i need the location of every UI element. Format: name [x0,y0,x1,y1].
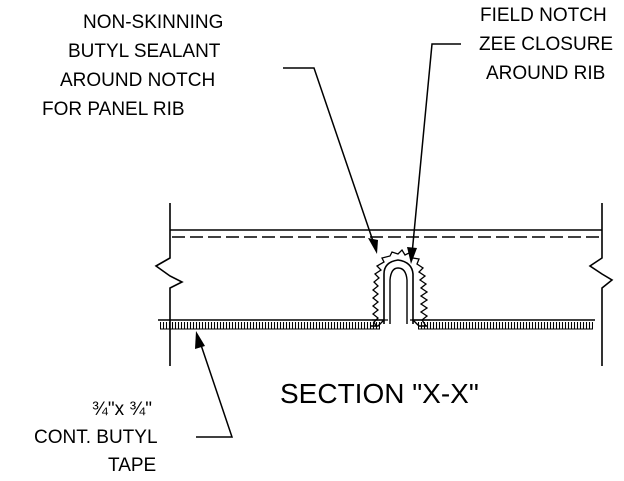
section-title: SECTION "X-X" [280,378,479,409]
butyl-tape-left [160,322,380,329]
tape-label-line-1: CONT. BUTYL [34,427,158,448]
right-break-line [588,203,614,366]
closure-label-line-2: ZEE CLOSURE [479,34,613,55]
panel-rib [370,248,430,327]
tape-leader-line [196,341,234,438]
sealant-label-line-1: NON-SKINNING [83,12,223,33]
zee-closure-left-leg [370,319,385,327]
sealant-bead [371,248,429,327]
closure-leader-line [411,43,461,255]
tape-label: ¾"x ¾" CONT. BUTYL TAPE [34,399,158,476]
rib-outer-profile [383,259,414,324]
sealant-leader-line [283,67,375,245]
tape-leader-arrowhead [195,331,205,349]
zee-closure-right-leg [412,319,428,327]
sealant-label-line-3: AROUND NOTCH [60,70,215,91]
sealant-leader-arrowhead [368,238,378,254]
closure-label: FIELD NOTCH ZEE CLOSURE AROUND RIB [479,5,613,84]
closure-leader-arrowhead [407,247,417,264]
sealant-label: NON-SKINNING BUTYL SEALANT AROUND NOTCH … [42,12,223,120]
sealant-label-line-4: FOR PANEL RIB [42,99,185,120]
tape-size-label: ¾"x ¾" [92,399,152,420]
closure-label-line-3: AROUND RIB [486,63,605,84]
tape-label-line-2: TAPE [108,455,156,476]
closure-label-line-1: FIELD NOTCH [480,5,607,26]
sealant-label-line-2: BUTYL SEALANT [68,41,221,62]
left-break-line [154,203,184,366]
butyl-tape-right [418,322,593,329]
rib-inner-profile [389,267,408,324]
